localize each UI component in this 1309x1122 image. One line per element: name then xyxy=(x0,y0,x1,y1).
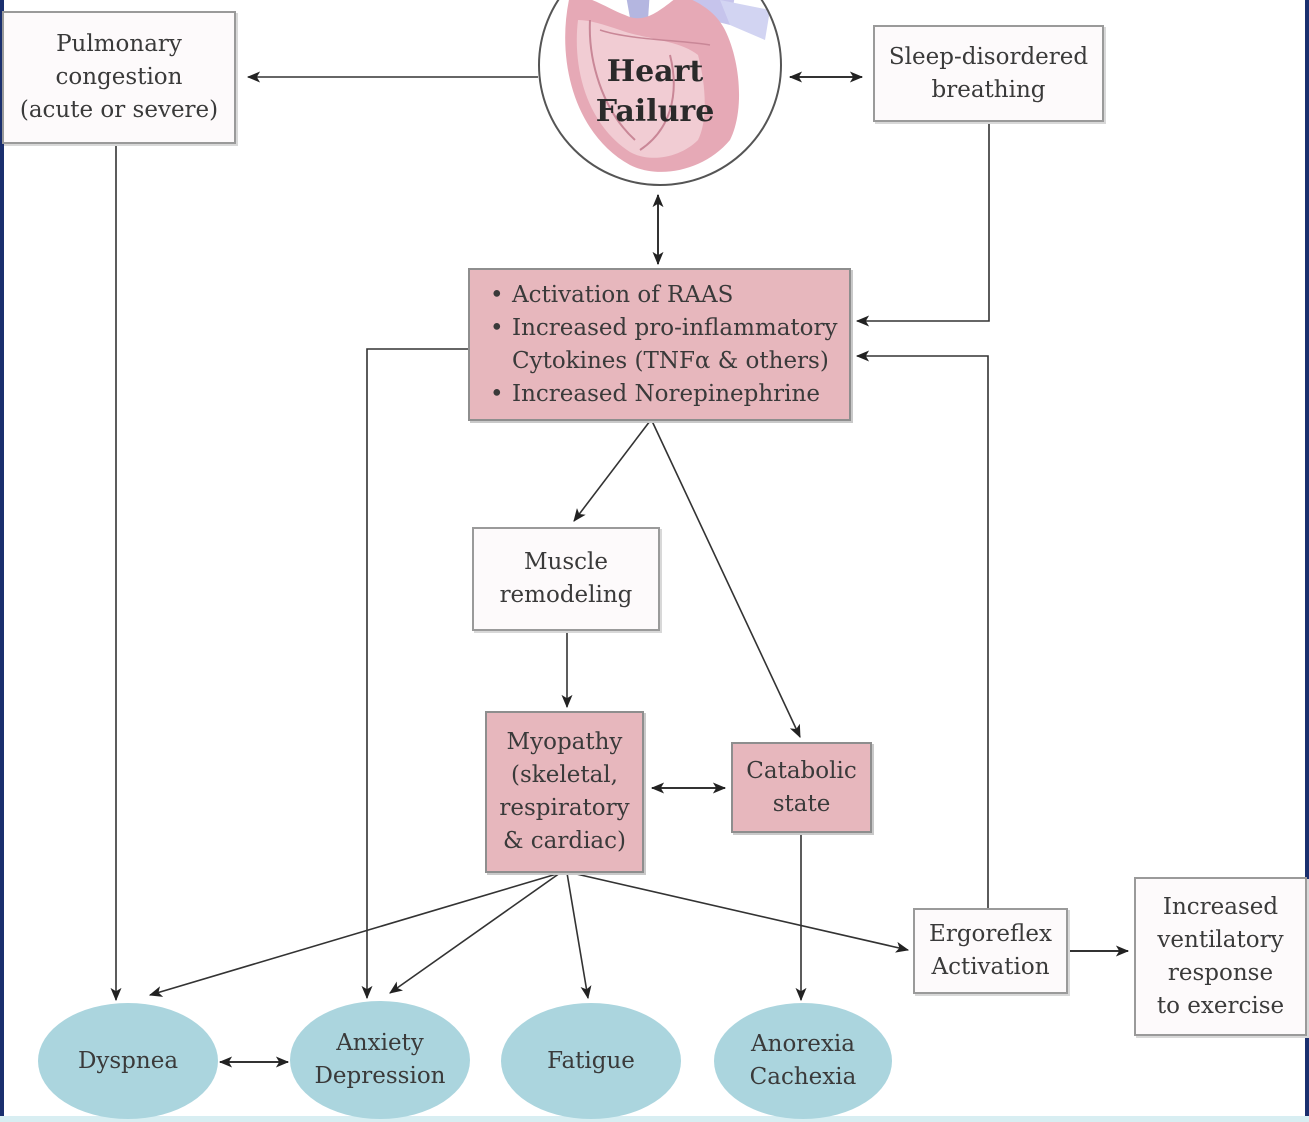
activation-item-raas: Activation of RAAS xyxy=(488,279,838,312)
depression-label: Depression xyxy=(314,1063,446,1089)
heart-illustration xyxy=(538,0,782,186)
anorexia-label: Anorexia xyxy=(751,1031,855,1057)
muscle-line1: Muscle xyxy=(523,549,608,575)
sleep-disordered-box: Sleep-disordered breathing xyxy=(873,25,1104,122)
sleep-line1: Sleep-disordered xyxy=(888,43,1089,70)
pulmonary-line3: (acute or severe) xyxy=(19,97,219,123)
pulmonary-congestion-box: Pulmonary congestion (acute or severe) xyxy=(2,11,236,144)
ergoreflex-line1: Ergoreflex xyxy=(929,921,1052,947)
anorexia-cachexia-oval: Anorexia Cachexia xyxy=(714,1003,892,1119)
myopathy-line3: respiratory xyxy=(499,795,630,821)
myopathy-line2: (skeletal, xyxy=(511,762,618,788)
arrow-sleep-to-activation xyxy=(855,121,990,327)
fatigue-label: Fatigue xyxy=(547,1047,635,1074)
ventilatory-response-box: Increased ventilatory response to exerci… xyxy=(1134,877,1307,1036)
muscle-line2: remodeling xyxy=(499,582,633,608)
cachexia-label: Cachexia xyxy=(749,1064,857,1090)
dyspnea-label: Dyspnea xyxy=(77,1047,179,1074)
ventilatory-line4: to exercise xyxy=(1156,992,1285,1019)
arrow-myopathy-to-fatigue xyxy=(566,872,592,1000)
arrow-myopathy-to-ergoreflex xyxy=(571,872,910,953)
arrow-myopathy-to-anxiety xyxy=(389,872,561,994)
catabolic-state-box: Catabolic state xyxy=(731,742,872,833)
ventilatory-line3: response xyxy=(1167,959,1274,986)
heart-title-line1: Heart xyxy=(606,54,704,89)
activation-list: Activation of RAAS Increased pro-inflamm… xyxy=(488,279,838,411)
catabolic-line1: Catabolic xyxy=(746,757,857,784)
ventilatory-line1: Increased xyxy=(1162,893,1279,920)
fatigue-oval: Fatigue xyxy=(501,1003,681,1119)
activation-item-norepinephrine: Increased Norepinephrine xyxy=(488,378,838,411)
pulmonary-line1: Pulmonary xyxy=(56,31,182,57)
activation-item-cytokines: Increased pro-inflammatory xyxy=(488,312,838,345)
arrow-activation-to-anxiety xyxy=(361,348,468,1000)
arrow-activation-to-catabolic xyxy=(651,420,801,738)
arrow-myopathy-to-dyspnea xyxy=(148,872,561,997)
dyspnea-oval: Dyspnea xyxy=(38,1003,218,1119)
arrow-activation-to-muscle xyxy=(573,420,651,522)
myopathy-box: Myopathy (skeletal, respiratory & cardia… xyxy=(485,711,644,873)
heart-failure-title: Heart Failure xyxy=(590,52,720,132)
activation-item-cytokines-cont: Cytokines (TNFα & others) xyxy=(512,347,829,374)
anxiety-label: Anxiety xyxy=(336,1030,424,1056)
myopathy-line1: Myopathy xyxy=(506,729,623,755)
anxiety-depression-oval: Anxiety Depression xyxy=(290,1001,470,1119)
arrow-ergoreflex-to-activation xyxy=(855,350,989,908)
ventilatory-line2: ventilatory xyxy=(1157,926,1284,953)
bottom-strip xyxy=(0,1116,1309,1122)
sleep-line2: breathing xyxy=(931,76,1046,103)
right-edge-bar xyxy=(1305,0,1309,1122)
neurohormonal-activation-box: Activation of RAAS Increased pro-inflamm… xyxy=(468,268,851,421)
ergoreflex-line2: Activation xyxy=(931,954,1050,980)
catabolic-line2: state xyxy=(772,790,831,817)
pulmonary-line2: congestion xyxy=(55,64,183,90)
myopathy-line4: & cardiac) xyxy=(502,828,627,854)
ergoreflex-activation-box: Ergoreflex Activation xyxy=(913,908,1068,994)
muscle-remodeling-box: Muscle remodeling xyxy=(472,527,660,631)
left-edge-bar xyxy=(0,0,4,1122)
heart-title-line2: Failure xyxy=(595,94,715,129)
